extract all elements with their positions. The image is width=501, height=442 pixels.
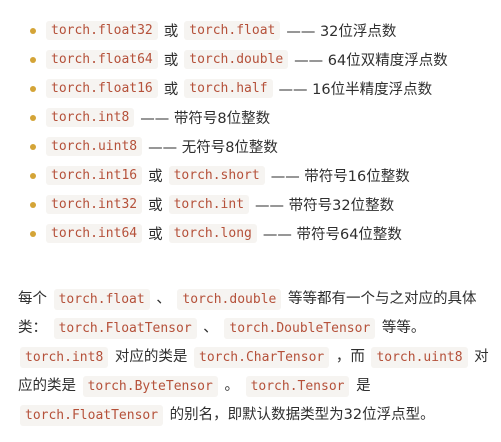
- dtype-description: —— 带符号8位整数: [140, 111, 271, 127]
- para-text: 对应的类是: [114, 348, 188, 365]
- code-alias: torch.float: [184, 21, 281, 40]
- conjunction: 或: [148, 227, 163, 243]
- bullet-icon: [30, 230, 36, 237]
- list-item: torch.float64 或 torch.double —— 64位双精度浮点…: [26, 45, 496, 74]
- code-inline: torch.ByteTensor: [82, 375, 218, 397]
- para-text: ，而: [335, 348, 365, 365]
- list-item: torch.int8 —— 带符号8位整数: [26, 103, 496, 132]
- list-item: torch.float32 或 torch.float —— 32位浮点数: [26, 16, 496, 45]
- conjunction: 或: [163, 53, 179, 69]
- conjunction: 或: [148, 169, 163, 185]
- code-dtype: torch.int64: [46, 224, 143, 243]
- para-text: 的别名，即默认数据类型为32位浮点型。: [169, 406, 435, 423]
- dtype-description: —— 64位双精度浮点数: [294, 53, 448, 69]
- dtype-description: —— 16位半精度浮点数: [278, 82, 433, 98]
- list-item: torch.int64 或 torch.long —— 带符号64位整数: [26, 219, 496, 248]
- tensor-class-paragraph: 每个 torch.float 、 torch.double 等等都有一个与之对应…: [18, 285, 494, 430]
- list-item: torch.int16 或 torch.short —— 带符号16位整数: [26, 161, 496, 190]
- code-inline: torch.uint8: [371, 346, 468, 368]
- para-text: 、: [156, 290, 171, 307]
- dtype-description: —— 无符号8位整数: [148, 140, 278, 156]
- code-alias: torch.long: [168, 224, 257, 243]
- code-inline: torch.double: [177, 288, 282, 310]
- dtype-description: —— 带符号16位整数: [270, 169, 410, 185]
- para-text: 每个: [18, 290, 47, 307]
- para-text: 、: [203, 319, 218, 336]
- list-item: torch.float16 或 torch.half —— 16位半精度浮点数: [26, 74, 496, 103]
- code-dtype: torch.float64: [46, 50, 158, 69]
- code-inline: torch.FloatTensor: [53, 317, 197, 339]
- dtype-description: —— 带符号32位整数: [255, 198, 395, 214]
- list-item: torch.int32 或 torch.int —— 带符号32位整数: [26, 190, 496, 219]
- conjunction: 或: [148, 198, 163, 214]
- code-dtype: torch.int16: [46, 166, 143, 185]
- bullet-icon: [30, 85, 36, 92]
- bullet-icon: [30, 56, 36, 63]
- code-dtype: torch.int32: [46, 195, 143, 214]
- code-alias: torch.half: [184, 79, 273, 98]
- code-dtype: torch.uint8: [46, 137, 143, 156]
- bullet-icon: [30, 172, 36, 179]
- list-item: torch.uint8 —— 无符号8位整数: [26, 132, 496, 161]
- code-alias: torch.int: [168, 195, 250, 214]
- bullet-icon: [30, 114, 36, 121]
- code-inline: torch.float: [53, 288, 150, 310]
- conjunction: 或: [163, 24, 179, 40]
- code-dtype: torch.float32: [46, 21, 158, 40]
- dtype-list: torch.float32 或 torch.float —— 32位浮点数 to…: [26, 16, 496, 248]
- code-inline: torch.int8: [20, 346, 109, 368]
- bullet-icon: [30, 201, 36, 208]
- code-inline: torch.DoubleTensor: [224, 317, 376, 339]
- para-text: 等等。: [381, 319, 426, 336]
- code-dtype: torch.float16: [46, 79, 158, 98]
- code-inline: torch.CharTensor: [194, 346, 330, 368]
- code-inline: torch.FloatTensor: [20, 404, 164, 426]
- para-text: 。: [224, 377, 239, 394]
- code-alias: torch.double: [184, 50, 289, 69]
- code-alias: torch.short: [168, 166, 265, 185]
- para-text: 是: [356, 377, 371, 394]
- para-text: 等等都有一个与之对应的具体类：: [18, 290, 477, 336]
- code-inline: torch.Tensor: [245, 375, 350, 397]
- para-text: 对应的类是: [18, 348, 489, 394]
- conjunction: 或: [163, 82, 179, 98]
- code-dtype: torch.int8: [46, 108, 135, 127]
- dtype-description: —— 32位浮点数: [286, 24, 397, 40]
- bullet-icon: [30, 143, 36, 150]
- bullet-icon: [30, 27, 36, 34]
- dtype-description: —— 带符号64位整数: [262, 227, 402, 243]
